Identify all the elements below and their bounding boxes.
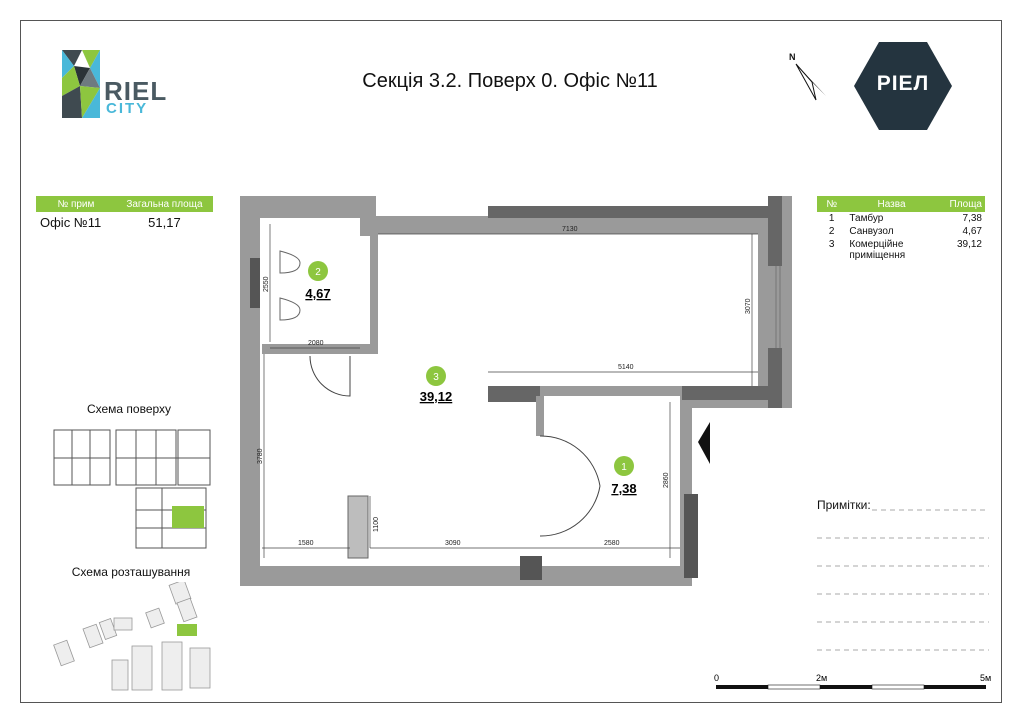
summary-table: № прим Загальна площа Офіс №11 51,17 bbox=[36, 196, 213, 233]
room-num-label: 2 bbox=[315, 267, 321, 278]
dim-label: 3780 bbox=[257, 448, 264, 464]
scale-label-0: 0 bbox=[714, 673, 719, 683]
dim-label: 3090 bbox=[445, 540, 461, 547]
room-num-label: 3 bbox=[433, 372, 439, 383]
summary-header-area: Загальна площа bbox=[115, 196, 213, 212]
location-schema-label: Схема розташування bbox=[71, 565, 191, 579]
room-area: 4,67 bbox=[962, 226, 982, 237]
room-num: 3 bbox=[828, 239, 835, 250]
dim-label: 2550 bbox=[263, 276, 270, 292]
summary-office-area: 51,17 bbox=[148, 215, 181, 230]
current-office-highlight bbox=[172, 506, 204, 528]
page-title: Секція 3.2. Поверх 0. Офіс №11 bbox=[362, 70, 658, 92]
room-name: Комерційне приміщення bbox=[849, 239, 906, 261]
sheet-frame bbox=[20, 20, 1002, 703]
rooms-table: № Назва Площа 1 Тамбур 7,38 2 Санвузол 4… bbox=[817, 196, 985, 262]
floor-schema-map bbox=[53, 429, 211, 549]
room-num: 2 bbox=[828, 226, 835, 237]
room-num-label: 1 bbox=[621, 462, 627, 473]
dim-label: 3070 bbox=[745, 298, 752, 314]
north-arrow-icon bbox=[795, 63, 826, 101]
room-name: Санвузол bbox=[849, 226, 894, 237]
north-label: N bbox=[789, 52, 796, 62]
room-num: 1 bbox=[828, 213, 835, 224]
rooms-header-name: Назва bbox=[846, 196, 937, 212]
scale-bar: 0 2м 5м bbox=[714, 673, 991, 690]
floor-schema-label: Схема поверху bbox=[86, 402, 172, 416]
wall-dark bbox=[682, 386, 782, 400]
room-marker bbox=[426, 366, 446, 386]
summary-header-num: № прим bbox=[36, 196, 116, 212]
floor-plan: 7130 2550 2080 3070 5140 3780 2860 1100 … bbox=[240, 196, 792, 586]
rooms-header-area: Площа bbox=[936, 196, 985, 212]
riel-brand-logo bbox=[854, 42, 952, 130]
wall-dark bbox=[488, 386, 540, 402]
rooms-header-num: № bbox=[817, 196, 847, 212]
table-row: 2 Санвузол 4,67 bbox=[817, 225, 985, 238]
scale-label-2m: 2м bbox=[816, 673, 827, 683]
wall-dark bbox=[250, 258, 260, 308]
scale-label-5m: 5м bbox=[980, 673, 991, 683]
location-schema-map bbox=[53, 582, 211, 691]
summary-office-name: Офіс №11 bbox=[40, 215, 102, 230]
dim-label: 1100 bbox=[373, 517, 380, 532]
entrance-marker-icon bbox=[698, 422, 710, 464]
logo-text-riel: RIEL bbox=[104, 76, 168, 106]
room-area: 39,12 bbox=[956, 239, 982, 250]
wall-dark bbox=[520, 556, 542, 580]
wall-dark bbox=[488, 206, 768, 218]
brand-text: РІЕЛ bbox=[876, 72, 930, 95]
dim-label: 2080 bbox=[308, 340, 324, 347]
room-area-label: 7,38 bbox=[611, 481, 636, 496]
riel-city-logo bbox=[62, 50, 100, 118]
table-row: 1 Тамбур 7,38 bbox=[817, 212, 985, 225]
dim-label: 5140 bbox=[618, 364, 634, 371]
room-area: 7,38 bbox=[962, 213, 982, 224]
dim-label: 2860 bbox=[663, 472, 670, 488]
room-area-label: 4,67 bbox=[305, 286, 330, 301]
wall-dark bbox=[684, 494, 698, 578]
room-marker bbox=[614, 456, 634, 476]
room-area-label: 39,12 bbox=[420, 389, 453, 404]
dim-label: 1580 bbox=[298, 540, 314, 547]
wall-dark bbox=[768, 196, 782, 266]
logo-text-city: CITY bbox=[106, 100, 149, 117]
dim-label: 7130 bbox=[562, 226, 578, 233]
notes-lines bbox=[817, 509, 989, 651]
room-marker bbox=[308, 261, 328, 281]
room-name: Тамбур bbox=[849, 213, 884, 224]
notes-label: Примітки: bbox=[817, 498, 871, 512]
dim-label: 2580 bbox=[604, 540, 620, 547]
table-row: 3 Комерційне приміщення 39,12 bbox=[817, 238, 985, 262]
